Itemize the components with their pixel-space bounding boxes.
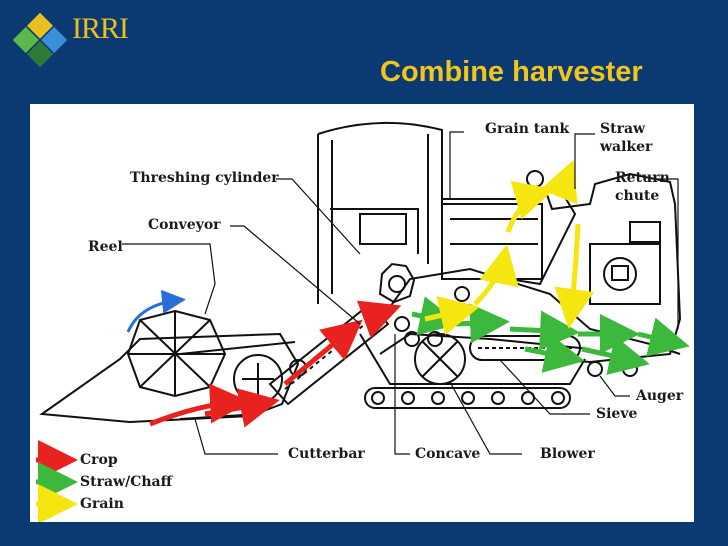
label-blower: Blower xyxy=(540,446,595,462)
legend-label-crop: Crop xyxy=(80,452,118,468)
label-conveyor: Conveyor xyxy=(148,217,221,233)
label-cutterbar: Cutterbar xyxy=(288,446,365,462)
reel-rotation-arrow xyxy=(126,289,186,333)
label-auger: Auger xyxy=(636,388,684,404)
logo-text: IRRI xyxy=(72,12,129,45)
diagram-panel: Grain tank Straw walker Threshing cylind… xyxy=(30,104,694,522)
legend-label-grain: Grain xyxy=(80,496,124,512)
label-return-chute-line2: chute xyxy=(615,188,660,204)
leader-lines xyxy=(122,131,679,455)
grain-flow-arrows xyxy=(424,159,595,336)
irri-logo-icon xyxy=(10,10,70,70)
irri-logo: IRRI xyxy=(8,4,148,74)
label-straw-walker-line2: walker xyxy=(600,139,653,155)
combine-harvester-drawing xyxy=(36,121,690,522)
label-concave: Concave xyxy=(415,446,481,462)
label-return-chute-line1: Return xyxy=(615,170,670,186)
legend-label-straw-chaff: Straw/Chaff xyxy=(80,474,173,490)
straw-chaff-flow-arrows xyxy=(411,296,690,375)
machine-outline xyxy=(39,121,682,424)
label-threshing-cylinder: Threshing cylinder xyxy=(130,170,279,186)
label-reel: Reel xyxy=(88,239,123,255)
page-title: Combine harvester xyxy=(380,56,643,88)
label-sieve: Sieve xyxy=(596,406,638,422)
legend-swatches xyxy=(36,440,78,522)
label-grain-tank: Grain tank xyxy=(485,121,570,137)
crop-flow-arrows xyxy=(149,300,402,428)
label-straw-walker-line1: Straw xyxy=(600,121,646,137)
